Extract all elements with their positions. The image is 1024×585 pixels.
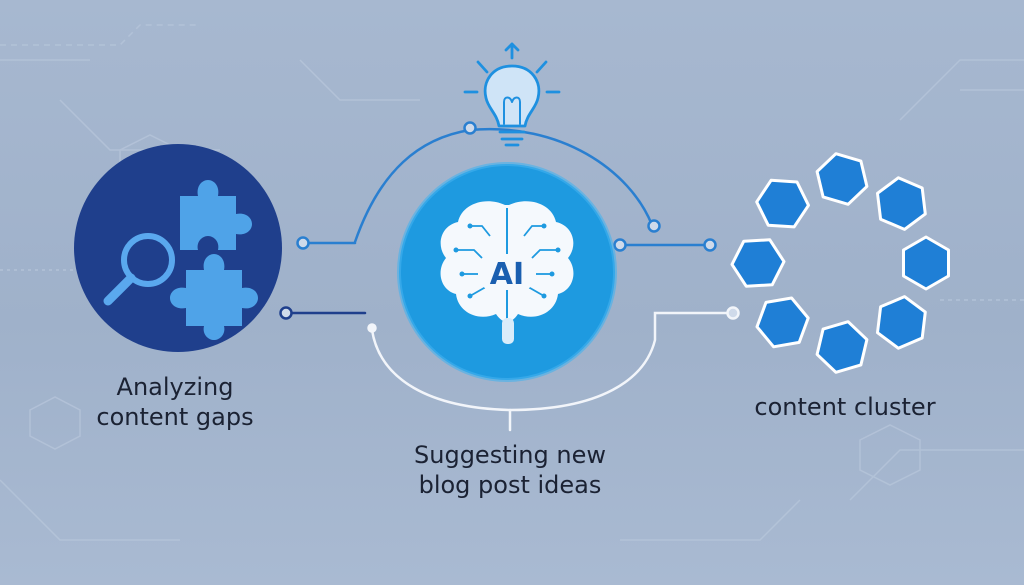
hexagon-icon xyxy=(815,152,869,206)
content-cluster-node xyxy=(730,152,950,374)
top-arc-connector xyxy=(353,128,472,244)
puzzle-piece-icon xyxy=(180,180,252,250)
dot-left-lower xyxy=(279,306,293,320)
magnifying-glass-icon xyxy=(103,233,175,306)
hexagon-icon xyxy=(876,295,927,350)
brain-circuit-icon xyxy=(440,201,574,344)
hexagon-icon xyxy=(755,178,810,229)
connectors xyxy=(286,127,732,432)
hexagon-icon xyxy=(815,320,869,374)
hexagon-icon xyxy=(755,296,810,349)
hexagon-icon xyxy=(902,235,950,291)
puzzle-piece-icon xyxy=(170,254,258,340)
connector-dots xyxy=(279,121,740,333)
blog-ideas-label: Suggesting new blog post ideas xyxy=(380,440,640,500)
dot-cluster-link xyxy=(726,306,740,320)
content-gaps-node xyxy=(74,144,282,352)
dot-right-arc xyxy=(647,219,661,233)
dot-right-outer xyxy=(703,238,717,252)
dot-bottom-arc-start xyxy=(367,323,377,333)
lightbulb-icon xyxy=(463,42,561,147)
hexagon-icon xyxy=(876,176,927,231)
content-gaps-label-line2: content gaps xyxy=(96,403,254,431)
content-cluster-label-text: content cluster xyxy=(754,393,936,421)
blog-ideas-label-line1: Suggesting new xyxy=(414,441,606,469)
top-arc-right-connector xyxy=(468,127,654,227)
content-cluster-label: content cluster xyxy=(730,392,960,422)
dot-top-arc xyxy=(463,121,477,135)
content-gaps-label-line1: Analyzing xyxy=(116,373,234,401)
ai-badge: AI xyxy=(490,257,524,292)
blog-ideas-label-line2: blog post ideas xyxy=(418,471,602,499)
ai-node: AI xyxy=(397,162,617,382)
hexagon-icon xyxy=(730,238,786,288)
dot-left-upper xyxy=(296,236,310,250)
content-gaps-label: Analyzing content gaps xyxy=(60,372,290,432)
dot-right-inner xyxy=(613,238,627,252)
